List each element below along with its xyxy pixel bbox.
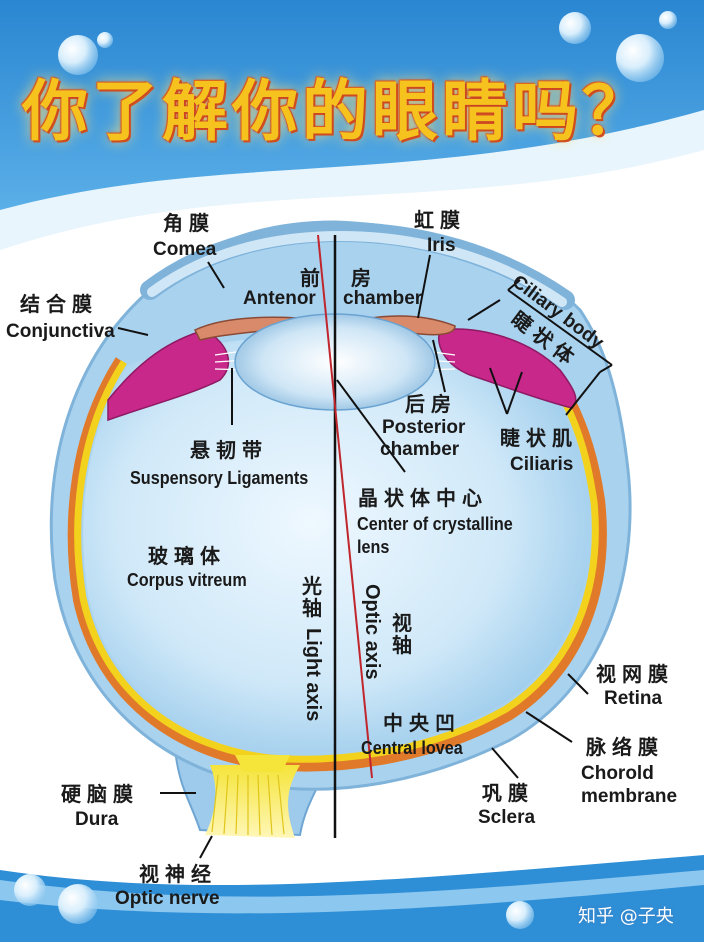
anterior-chamber-label-zh-2: 房 — [351, 266, 377, 290]
bubble — [58, 884, 98, 924]
iris-label-en: Iris — [427, 235, 456, 256]
lens-center-label-en-1: Center of crystalline — [357, 514, 513, 534]
posterior-chamber-label-zh: 后房 — [405, 392, 457, 416]
choroid-label-en-2: membrane — [581, 786, 678, 807]
optic-axis-label-zh: 视轴 — [392, 611, 412, 657]
ciliaris-label-en: Ciliaris — [510, 454, 574, 475]
bubble — [559, 12, 591, 44]
top-banner-wave — [0, 110, 704, 250]
light-axis-label-zh: 光轴 — [302, 574, 322, 620]
bubble — [616, 34, 664, 82]
top-banner — [0, 0, 704, 230]
choroid-label-en-1: Chorold — [581, 763, 654, 784]
optic-disc — [235, 755, 290, 772]
optic-nerve-label-en: Optic nerve — [115, 888, 220, 909]
dura-label-en: Dura — [75, 809, 119, 830]
ciliary-body-left — [107, 329, 230, 422]
bubble — [14, 874, 46, 906]
choroid — [67, 357, 607, 772]
watermark: 知乎 @子央 — [578, 906, 674, 927]
bubble — [97, 32, 113, 48]
anterior-chamber-label-en-2: chamber — [343, 288, 423, 309]
central-fovea-label-zh: 中央凹 — [383, 711, 461, 735]
suspensory-ligaments-label-en: Suspensory Ligaments — [130, 468, 309, 488]
sclera-label-zh: 巩膜 — [482, 781, 534, 805]
lens-center-label-zh: 晶状体中心 — [358, 486, 488, 510]
anterior-chamber-label-zh-1: 前 — [300, 266, 326, 290]
retina — [74, 360, 599, 763]
vitreous-label-zh: 玻璃体 — [148, 544, 226, 568]
retina-label-en: Retina — [604, 688, 663, 709]
bottom-banner-light — [0, 870, 704, 914]
leader-lines — [117, 254, 613, 859]
optic-axis-label-en: Optic axis — [361, 584, 383, 680]
cornea-label-en: Comea — [153, 239, 217, 260]
lens-center-label-en-2: lens — [357, 537, 390, 557]
bubble — [58, 35, 98, 75]
bubble — [506, 901, 534, 929]
conjunctiva-label-zh: 结合膜 — [20, 292, 98, 316]
choroid-label-zh: 脉络膜 — [586, 735, 664, 759]
dura-label-zh: 硬脑膜 — [61, 782, 139, 806]
suspensory-ligaments-label-zh: 悬韧带 — [190, 438, 268, 462]
sclera-label-en: Sclera — [478, 807, 536, 828]
vitreous-label-en: Corpus vitreum — [127, 570, 247, 590]
optic-axis-line — [317, 234, 373, 779]
page-title: 你了解你的眼睛吗？ — [22, 73, 652, 150]
central-fovea-label-en: Central lovea — [361, 738, 463, 758]
bubble — [659, 11, 677, 29]
posterior-chamber-label-en-2: chamber — [380, 439, 460, 460]
iris-label-zh: 虹膜 — [414, 208, 466, 232]
optic-nerve — [205, 765, 300, 838]
optic-nerve-fibers — [211, 774, 285, 836]
light-axis-label-en: Light axis — [302, 628, 324, 722]
conjunctiva-label-en: Conjunctiva — [6, 321, 115, 342]
cornea-label-zh: 角膜 — [163, 211, 215, 235]
anterior-chamber-label-en-1: Antenor — [243, 288, 316, 309]
optic-nerve-label-zh: 视神经 — [139, 862, 217, 886]
ciliaris-label-zh: 睫状肌 — [500, 426, 578, 450]
retina-label-zh: 视网膜 — [596, 662, 674, 686]
cornea-inner — [147, 230, 567, 307]
posterior-chamber-label-en-1: Posterior — [382, 417, 466, 438]
